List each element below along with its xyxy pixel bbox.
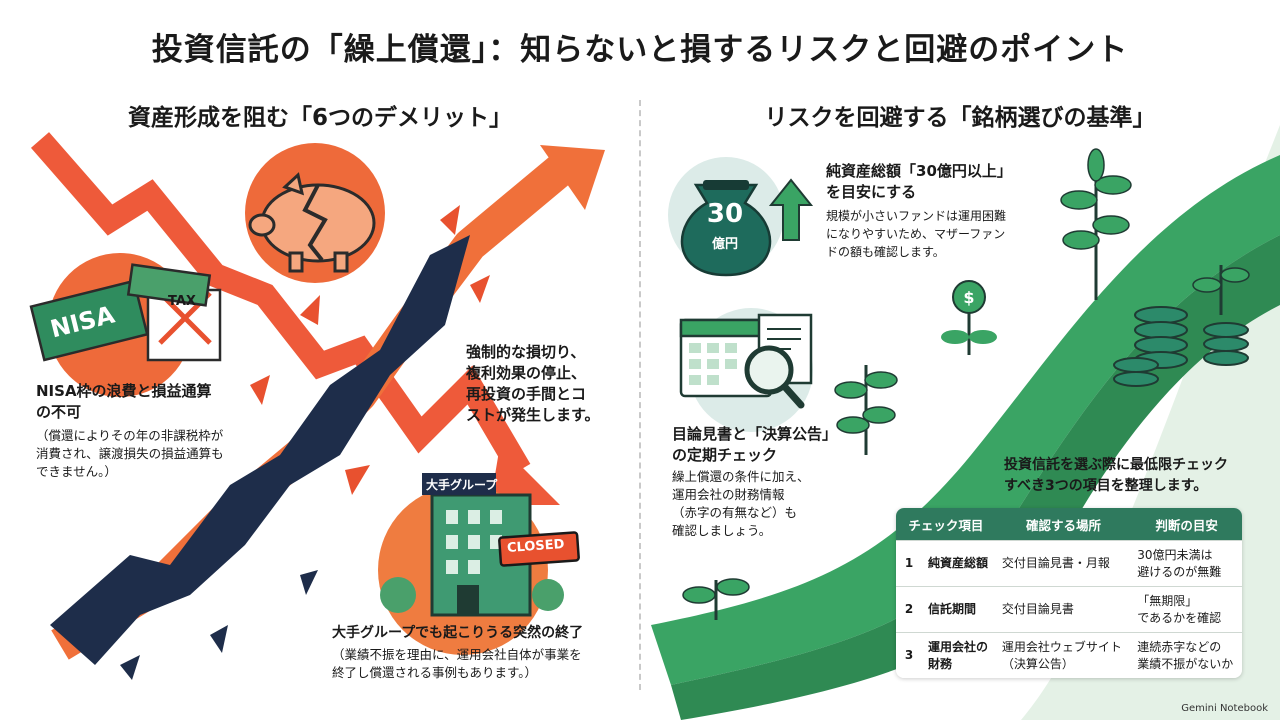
right-heading: リスクを回避する「銘柄選びの基準」	[764, 105, 1156, 131]
row-number: 1	[896, 540, 922, 587]
demerit-cost-line-3: 再投資の手間とコ	[466, 385, 587, 403]
gemini-notebook-logo: Gemini Notebook	[1181, 703, 1268, 714]
row-guide-line-2: 避けるのが無難	[1137, 564, 1222, 579]
criteria-docs-title-2: の定期チェック	[672, 446, 778, 464]
row-item: 純資産総額	[922, 540, 996, 587]
row-guide-line-1: 30億円未満は	[1137, 547, 1213, 562]
section-divider	[639, 100, 641, 690]
left-heading: 資産形成を阻む「6つのデメリット」	[127, 105, 512, 131]
green-slope-front	[671, 235, 1280, 720]
rising-arrow-head	[540, 145, 605, 210]
criteria-docs-text-3: （赤字の有無など）も	[672, 505, 798, 520]
row-place: 運用会社ウェブサイト （決算公告）	[995, 632, 1132, 678]
piggy-bank-icon	[248, 172, 376, 273]
table-row: 2 信託期間 交付目論見書 「無期限」であるかを確認	[896, 586, 1242, 633]
sprout-large-icon	[1060, 148, 1132, 300]
criteria-size-text-2: になりやすいため、マザーファン	[826, 227, 1006, 241]
demerit-cost-block: 強制的な損切り、 複利効果の停止、 再投資の手間とコ ストが発生します。	[466, 342, 636, 426]
criteria-size-title-2: を目安にする	[826, 183, 917, 201]
up-arrow-icon	[768, 178, 814, 241]
row-item-line-1: 運用会社の	[928, 639, 989, 654]
criteria-docs-title-1: 目論見書と「決算公告」	[672, 425, 838, 443]
criteria-docs-text-2: 運用会社の財務情報	[672, 487, 785, 502]
row-guide: 「無期限」であるかを確認	[1131, 586, 1242, 633]
col-header-place: 確認する場所	[995, 508, 1132, 541]
criteria-size-text-3: ドの額も確認します。	[826, 245, 945, 259]
magnifier-icon	[744, 345, 805, 409]
table-row: 1 純資産総額 交付目論見書・月報 30億円未満は避けるのが無難	[896, 540, 1242, 587]
row-guide: 連続赤字などの業績不振がないか	[1131, 632, 1242, 678]
debris-pieces	[120, 570, 318, 680]
decline-illustration	[29, 132, 605, 680]
row-guide-line-2: であるかを確認	[1137, 610, 1222, 625]
criteria-size-title-1: 純資産総額「30億円以上」	[826, 162, 1012, 180]
criteria-size-block: 純資産総額「30億円以上」 を目安にする 規模が小さいファンドは運用困難 になり…	[826, 161, 1056, 261]
check-table: チェック項目 確認する場所 判断の目安 1 純資産総額 交付目論見書・月報 30…	[896, 508, 1242, 678]
crack-shape	[50, 235, 470, 665]
row-item: 信託期間	[922, 586, 996, 633]
demerit-nisa-block: NISA枠の浪費と損益通算 の不可 （償還によりその年の非課税枠が 消費され、譲…	[36, 381, 276, 481]
row-guide: 30億円未満は避けるのが無難	[1131, 540, 1242, 587]
table-intro-line-1: 投資信託を選ぶ際に最低限チェック	[1004, 457, 1228, 473]
demerit-nisa-text-1: （償還によりその年の非課税枠が	[36, 428, 224, 443]
table-row: 3 運用会社の財務 運用会社ウェブサイト （決算公告） 連続赤字などの業績不振がな…	[896, 632, 1242, 678]
row-item-line-2: 財務	[928, 656, 953, 671]
row-place: 交付目論見書・月報	[995, 540, 1132, 587]
demerit-cost-line-1: 強制的な損切り、	[466, 343, 586, 361]
criteria-size-text-1: 規模が小さいファンドは運用困難	[826, 209, 1007, 223]
row-number: 2	[896, 586, 922, 633]
money-bag-number: 30	[706, 199, 744, 229]
money-bag-icon	[680, 180, 772, 277]
criteria-docs-text-1: 繰上償還の条件に加え、	[672, 469, 810, 484]
row-guide-line-2: 業績不振がないか	[1137, 656, 1234, 671]
closed-sign-icon	[498, 531, 580, 567]
row-guide-line-1: 「無期限」	[1137, 593, 1198, 608]
row-number: 3	[896, 632, 922, 678]
demerit-closure-block: 大手グループでも起こりうる突然の終了 （業績不振を理由に、運用会社自体が事業を …	[332, 623, 632, 682]
money-bag-unit: 億円	[711, 237, 738, 252]
table-header-row: チェック項目 確認する場所 判断の目安	[896, 508, 1242, 541]
table-intro-line-2: すべき3つの項目を整理します。	[1004, 478, 1208, 494]
check-table-wrapper: チェック項目 確認する場所 判断の目安 1 純資産総額 交付目論見書・月報 30…	[896, 508, 1242, 678]
green-slope	[651, 155, 1280, 685]
row-place-line-1: 運用会社ウェブサイト	[1001, 639, 1122, 654]
sprout-top-right-icon	[1192, 265, 1250, 315]
demerit-closure-title: 大手グループでも起こりうる突然の終了	[332, 625, 584, 641]
demerit-nisa-title-2: の不可	[36, 403, 82, 421]
col-header-guide: 判断の目安	[1131, 508, 1242, 541]
demerit-closure-text-1: （業績不振を理由に、運用会社自体が事業を	[332, 647, 582, 662]
criteria-docs-block: 目論見書と「決算公告」 の定期チェック 繰上償還の条件に加え、 運用会社の財務情…	[672, 424, 872, 540]
sprout-mid-icon	[834, 365, 898, 455]
sprout-bottom-icon	[682, 578, 750, 620]
crack-shards	[250, 205, 490, 495]
demerit-cost-line-4: ストが発生します。	[466, 406, 600, 424]
decline-arrow	[30, 132, 531, 477]
dollar-plant-icon: $	[941, 280, 997, 355]
svg-text:$: $	[963, 288, 974, 307]
row-guide-line-1: 連続赤字などの	[1137, 639, 1222, 654]
demerit-closure-text-2: 終了し償還される事例もあります。）	[332, 665, 538, 680]
page-title: 投資信託の「繰上償還」：知らないと損するリスクと回避のポイント	[151, 32, 1129, 68]
demerit-nisa-text-2: 消費され、譲渡損失の損益通算も	[36, 446, 224, 461]
col-header-item: チェック項目	[896, 508, 996, 541]
row-item: 運用会社の財務	[922, 632, 996, 678]
table-intro: 投資信託を選ぶ際に最低限チェック すべき3つの項目を整理します。	[1004, 455, 1264, 497]
tax-label: TAX	[168, 294, 196, 309]
row-place: 交付目論見書	[995, 586, 1132, 633]
decline-arrow-head	[490, 445, 560, 505]
demerit-cost-line-2: 複利効果の停止、	[466, 364, 587, 382]
coin-stack-icon	[1113, 306, 1249, 387]
demerit-nisa-title-1: NISA枠の浪費と損益通算	[36, 382, 212, 400]
money-stack-icon	[126, 263, 212, 307]
nisa-banknote-icon	[29, 279, 149, 362]
building-sign-label: 大手グループ	[426, 478, 498, 492]
row-place-line-2: （決算公告）	[1001, 656, 1074, 671]
criteria-docs-text-4: 確認しましょう。	[672, 523, 772, 538]
demerit-nisa-text-3: できません。）	[36, 464, 117, 479]
